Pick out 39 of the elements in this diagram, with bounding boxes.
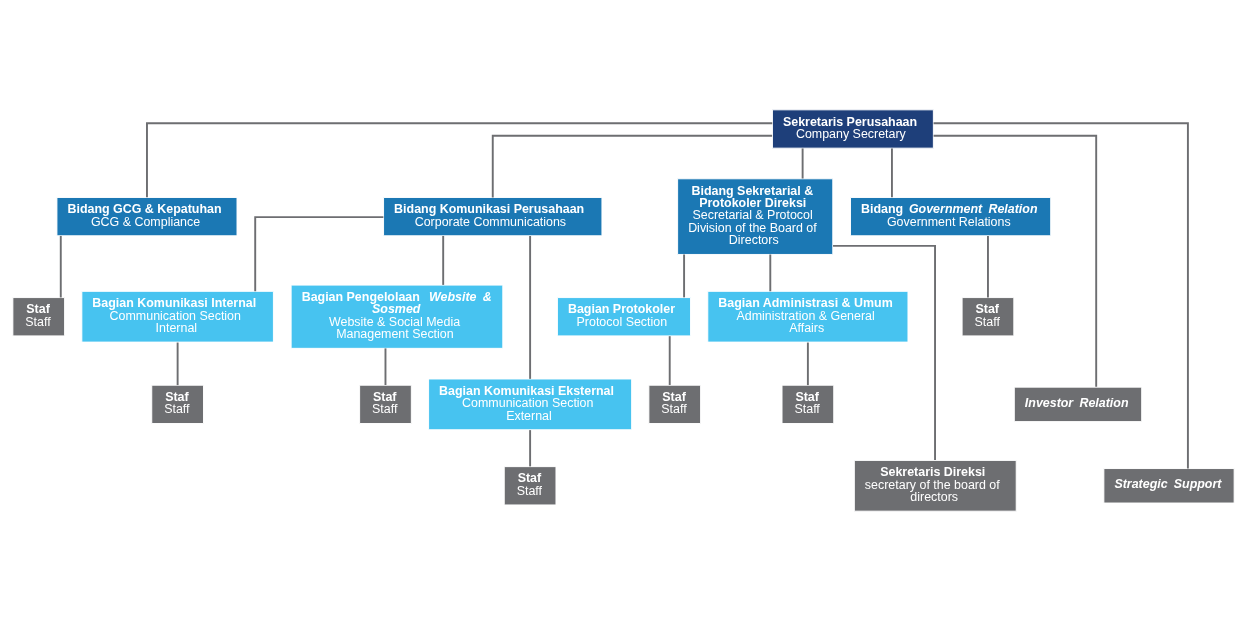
node-box: Bidang GCG & Kepatuhan GCG & Compliance: [56, 197, 238, 237]
node-box: Staf Staff: [961, 297, 1015, 337]
node-box: Bagian Komunikasi Internal Communication Section Internal: [81, 290, 274, 343]
node-box: Sekretaris Direksi secretary of the board of directors: [853, 459, 1017, 512]
connector: [529, 235, 532, 380]
connector: [529, 429, 532, 468]
node-box: Investor Relation: [1013, 386, 1143, 423]
node-box: Staf Staff: [648, 384, 702, 424]
node-box: Staf Staff: [151, 384, 204, 424]
connector: [683, 253, 686, 299]
connector: [491, 134, 774, 199]
connector: [59, 234, 62, 299]
node-box: Bidang Government Relation Government Relations: [850, 197, 1052, 237]
node-box: Bagian Administrasi & Umum Administration & General Affairs: [707, 290, 909, 343]
connector: [442, 234, 445, 286]
node-box: Bidang Sekretarial & Protokoler Direksi Secretarial & Protocol Division of the Board of Directors: [677, 178, 834, 255]
connector: [891, 147, 893, 199]
connector: [806, 341, 809, 387]
connector: [987, 234, 989, 299]
node-box: Bagian Komunikasi Eksternal Communication Section External: [428, 378, 633, 431]
connector: [668, 335, 671, 386]
node-box: Sekretaris Perusahaan Company Secretary: [771, 109, 934, 149]
node-box: Bidang Komunikasi Perusahaan Corporate Communications: [383, 197, 603, 237]
connector: [832, 244, 936, 462]
connector: [932, 134, 1098, 388]
connector: [769, 253, 772, 293]
connector: [932, 122, 1189, 470]
connector: [801, 147, 804, 180]
connector: [176, 341, 179, 387]
node-box: Staf Staff: [503, 466, 557, 506]
node-box: Strategic Support: [1103, 468, 1235, 504]
connector: [384, 347, 387, 386]
connector: [146, 122, 774, 199]
node-box: Bagian Pengelolaan Website & Sosmed Website & Social Media Management Section: [290, 284, 504, 349]
node-box: Staf Staff: [359, 384, 412, 424]
node-box: Staf Staff: [781, 384, 835, 424]
connector: [254, 216, 385, 293]
node-box: Bagian Protokoler Protocol Section: [556, 297, 692, 337]
node-box: Staf Staff: [12, 297, 66, 337]
